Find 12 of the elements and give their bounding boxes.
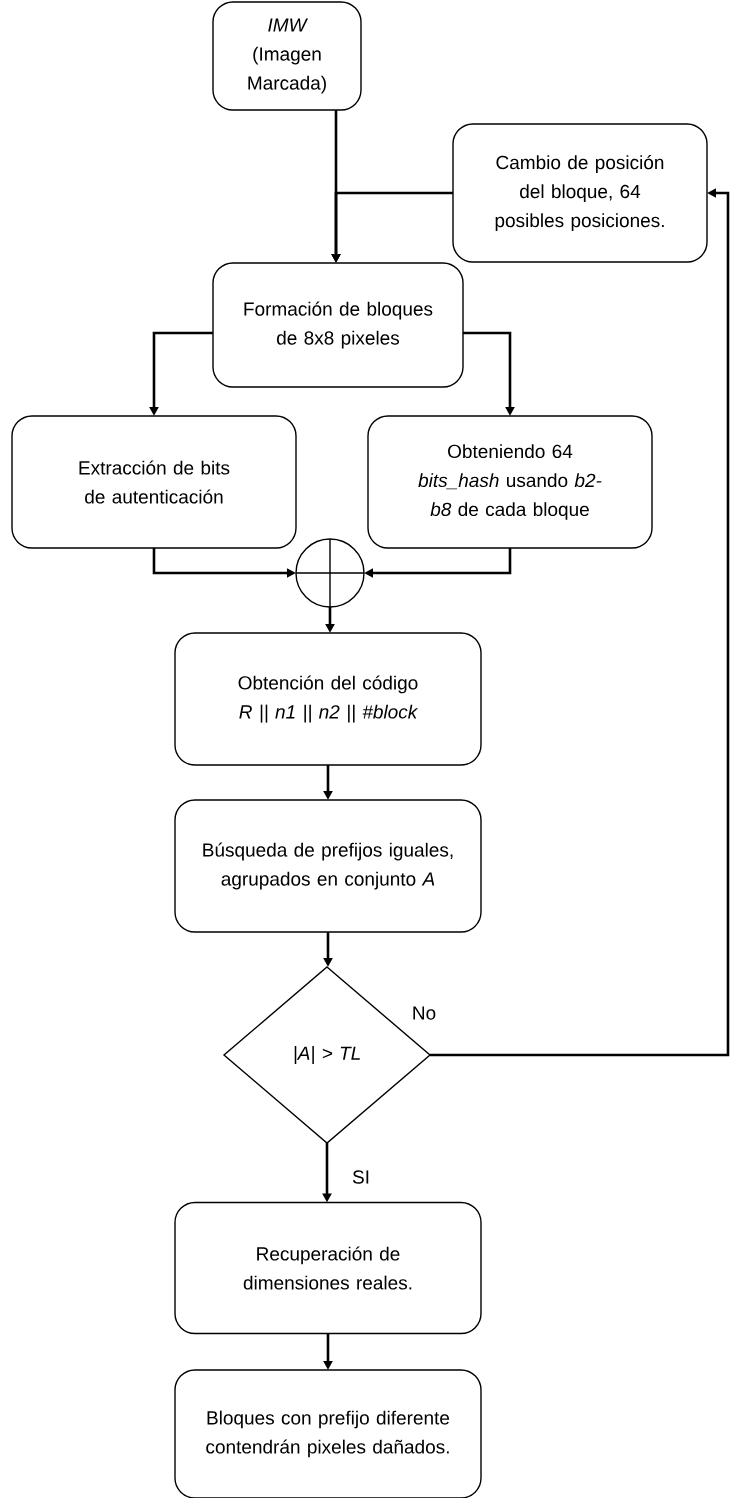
process-box: IMW (Imagen Marcada) xyxy=(212,1,362,111)
process-box: Extracción de bits de autenticación xyxy=(11,415,297,549)
process-box: Obtención del código R || n1 || n2 || #block xyxy=(174,632,482,766)
process-box: Formación de bloques de 8x8 pixeles xyxy=(212,262,464,388)
process-box: Obteniendo 64 bits_hash usando b2-b8 de cada bloque xyxy=(367,415,653,549)
process-box: Recuperación de dimensiones reales. xyxy=(174,1201,482,1335)
arrow xyxy=(430,188,730,1057)
process-box: Cambio de posición del bloque, 64 posibles posiciones. xyxy=(452,123,708,263)
process-box: Bloques con prefijo diferente contendrán pixeles dañados. xyxy=(174,1369,482,1498)
xor-symbol xyxy=(295,538,365,608)
process-box: Búsqueda de prefijos iguales, agrupados en conjunto A xyxy=(174,799,482,933)
edge-label: SI xyxy=(350,1168,372,1186)
